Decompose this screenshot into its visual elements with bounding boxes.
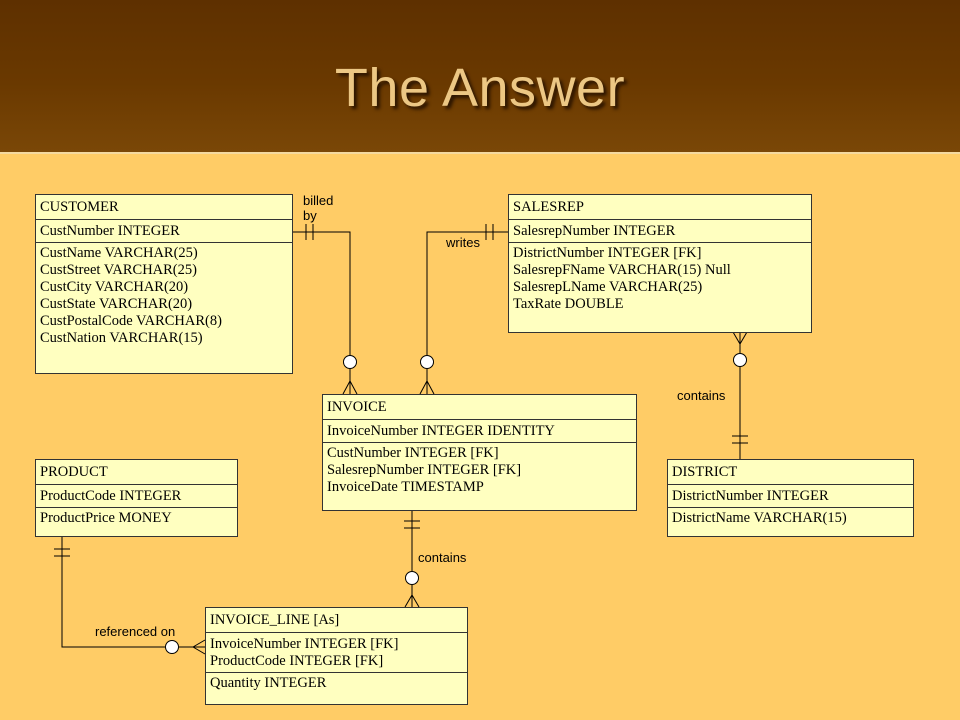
salesrep-crowfoot-r xyxy=(739,331,748,345)
invoice-crowfoot-rep-r xyxy=(426,380,435,395)
entity-invoice-line[interactable]: INVOICE_LINE [As] InvoiceNumber INTEGER … xyxy=(205,607,468,705)
invoice-crowfoot-cust-l xyxy=(342,380,351,395)
pk-attribute: ProductCode INTEGER xyxy=(40,488,182,504)
product-invoice-line-link xyxy=(61,537,165,648)
entity-product[interactable]: PRODUCT ProductCode INTEGER ProductPrice… xyxy=(35,459,238,537)
primary-key-section: InvoiceNumber INTEGER [FK] ProductCode I… xyxy=(206,633,467,673)
salesrep-zero-circle xyxy=(733,353,747,367)
pk-attribute: DistrictNumber INTEGER xyxy=(672,488,829,504)
relationship-label-contains-district: contains xyxy=(677,388,726,403)
invoice-crowfoot-cust-r xyxy=(349,380,358,395)
primary-key-section: DistrictNumber INTEGER xyxy=(668,485,913,508)
attribute-section: DistrictName VARCHAR(15) xyxy=(668,508,913,529)
attribute: CustCity VARCHAR(20) xyxy=(40,279,189,295)
relationship-label-contains-line: contains xyxy=(418,550,467,565)
attribute-section: CustNumber INTEGER [FK] SalesrepNumber I… xyxy=(323,443,636,498)
attribute: CustNation VARCHAR(15) xyxy=(40,330,203,346)
invoice-zero-circle-rep xyxy=(420,355,434,369)
entity-name: INVOICE_LINE [As] xyxy=(206,608,467,633)
attribute: CustPostalCode VARCHAR(8) xyxy=(40,313,222,329)
attribute: DistrictName VARCHAR(15) xyxy=(672,510,847,526)
salesrep-invoice-line xyxy=(426,231,508,355)
entity-invoice[interactable]: INVOICE InvoiceNumber INTEGER IDENTITY C… xyxy=(322,394,637,511)
attribute: CustNumber INTEGER [FK] xyxy=(327,445,499,461)
primary-key-section: ProductCode INTEGER xyxy=(36,485,237,508)
attribute-section: ProductPrice MONEY xyxy=(36,508,237,529)
invoice-crowfoot-rep-l xyxy=(419,380,428,395)
invoice-line-zero-circle-prod xyxy=(165,640,179,654)
slide-header: The Answer xyxy=(0,0,960,154)
entity-name: CUSTOMER xyxy=(36,195,292,220)
relationship-label-writes: writes xyxy=(446,235,480,250)
invoice-line-crowfoot-r xyxy=(411,594,420,608)
attribute: CustState VARCHAR(20) xyxy=(40,296,193,312)
entity-name: INVOICE xyxy=(323,395,636,420)
primary-key-section: SalesrepNumber INTEGER xyxy=(509,220,811,243)
attribute: DistrictNumber INTEGER [FK] xyxy=(513,245,702,261)
attribute: SalesrepNumber INTEGER [FK] xyxy=(327,462,522,478)
attribute-section: Quantity INTEGER xyxy=(206,673,467,694)
attribute: Quantity INTEGER xyxy=(210,675,327,691)
invoice-line-crowfoot-prod-d xyxy=(192,646,206,655)
customer-invoice-line xyxy=(292,231,351,355)
attribute: TaxRate DOUBLE xyxy=(513,296,624,312)
by-label: by xyxy=(303,208,317,223)
pk-attribute: InvoiceNumber INTEGER IDENTITY xyxy=(327,423,555,439)
pk-attribute: ProductCode INTEGER [FK] xyxy=(210,653,384,669)
invoice-line-crowfoot-prod-u xyxy=(192,639,206,648)
attribute-section: DistrictNumber INTEGER [FK] SalesrepFNam… xyxy=(509,243,811,315)
attribute-section: CustName VARCHAR(25) CustStreet VARCHAR(… xyxy=(36,243,292,349)
primary-key-section: InvoiceNumber INTEGER IDENTITY xyxy=(323,420,636,443)
invoice-line-crowfoot-l xyxy=(404,594,413,608)
entity-name: PRODUCT xyxy=(36,460,237,485)
attribute: CustName VARCHAR(25) xyxy=(40,245,198,261)
attribute: InvoiceDate TIMESTAMP xyxy=(327,479,484,495)
attribute: ProductPrice MONEY xyxy=(40,510,172,526)
salesrep-crowfoot-l xyxy=(732,331,741,345)
billed-label: billed xyxy=(303,193,334,208)
pk-attribute: InvoiceNumber INTEGER [FK] xyxy=(210,636,399,652)
slide-title: The Answer xyxy=(334,58,626,118)
relationship-label-billed-by: billed by xyxy=(303,193,333,223)
entity-name: DISTRICT xyxy=(668,460,913,485)
relationship-label-referenced-on: referenced on xyxy=(95,624,176,639)
entity-name: SALESREP xyxy=(509,195,811,220)
pk-attribute: CustNumber INTEGER xyxy=(40,223,180,239)
attribute: SalesrepFName VARCHAR(15) Null xyxy=(513,262,731,278)
invoice-line-zero-circle xyxy=(405,571,419,585)
entity-salesrep[interactable]: SALESREP SalesrepNumber INTEGER District… xyxy=(508,194,812,333)
entity-customer[interactable]: CUSTOMER CustNumber INTEGER CustName VAR… xyxy=(35,194,293,374)
attribute: SalesrepLName VARCHAR(25) xyxy=(513,279,703,295)
primary-key-section: CustNumber INTEGER xyxy=(36,220,292,243)
invoice-zero-circle-cust xyxy=(343,355,357,369)
entity-district[interactable]: DISTRICT DistrictNumber INTEGER District… xyxy=(667,459,914,537)
pk-attribute: SalesrepNumber INTEGER xyxy=(513,223,676,239)
attribute: CustStreet VARCHAR(25) xyxy=(40,262,197,278)
